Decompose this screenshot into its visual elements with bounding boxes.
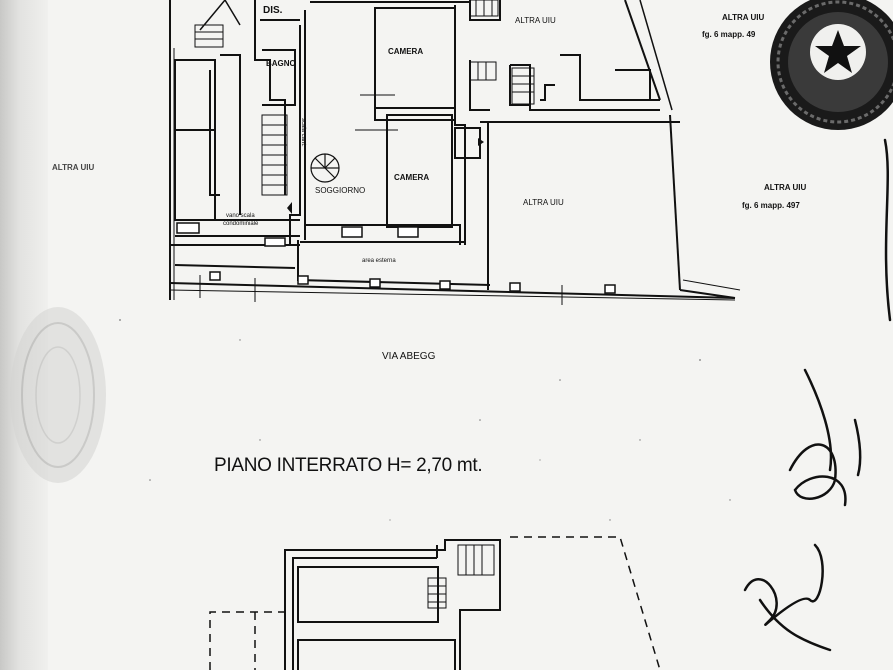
room-label-altra-uiu-center: ALTRA UIU	[523, 198, 564, 207]
street-label: VIA ABEGG	[382, 351, 436, 362]
room-label-condominiale: condominiale	[223, 221, 259, 227]
room-label-dis: DIS.	[263, 5, 283, 16]
room-label-bagno: BAGNO	[266, 59, 296, 68]
room-label-altra-uiu-top: ALTRA UIU	[515, 16, 556, 25]
section-title: PIANO INTERRATO H= 2,70 mt.	[214, 455, 483, 476]
room-label-vano-scala: vano scala	[226, 213, 255, 219]
room-label-area-esterna: area esterna	[362, 258, 396, 264]
neighbor-ref-top-right: fg. 6 mapp. 49	[702, 30, 756, 39]
neighbor-label-left: ALTRA UIU	[52, 163, 95, 172]
room-label-scala-cantina: scala cant.	[300, 118, 306, 147]
entry-arrow-icon	[287, 138, 484, 214]
room-label-camera-2: CAMERA	[394, 173, 430, 182]
room-label-soggiorno: SOGGIORNO	[315, 186, 366, 195]
neighbor-label-top-right: ALTRA UIU	[722, 13, 765, 22]
official-stamp-icon	[770, 0, 893, 130]
spiral-stair-icon	[310, 153, 340, 183]
neighbor-label-right: ALTRA UIU	[764, 183, 807, 192]
stairs-icon	[194, 0, 535, 196]
neighbor-ref-right: fg. 6 mapp. 497	[742, 201, 800, 210]
faded-stamp-left	[10, 307, 106, 483]
handwritten-signature	[743, 138, 892, 652]
room-label-camera-1: CAMERA	[388, 47, 424, 56]
